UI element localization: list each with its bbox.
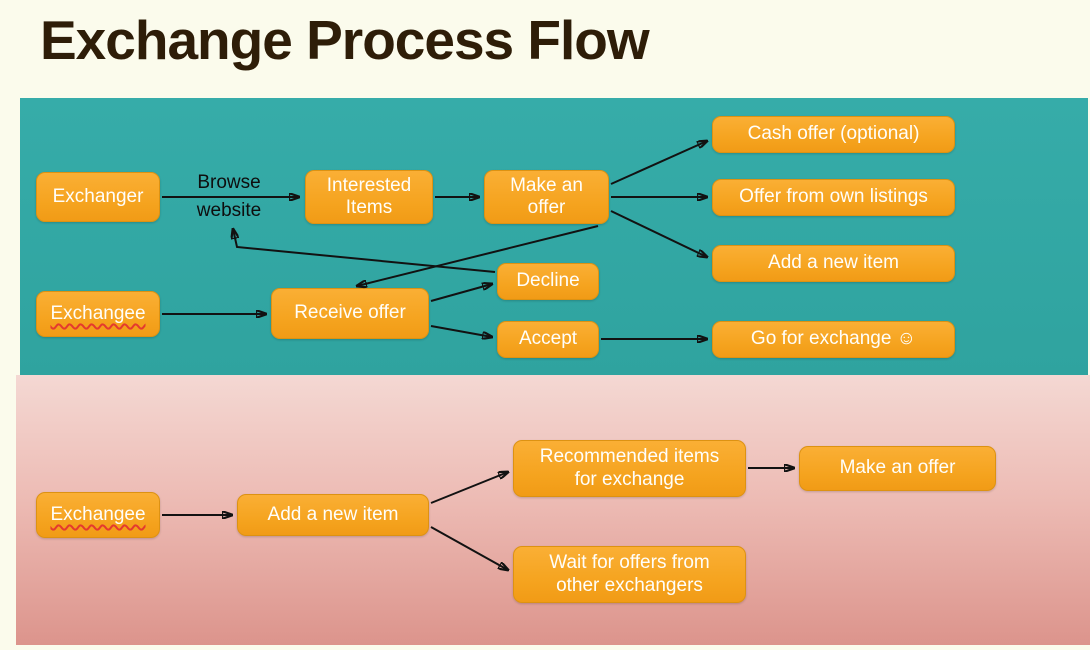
flow-node-label: Wait for offers from other exchangers xyxy=(549,552,710,596)
flow-node-receive-offer: Receive offer xyxy=(271,288,429,339)
flow-node-accept: Accept xyxy=(497,321,599,358)
flow-node-make-an-offer: Make an offer xyxy=(484,170,609,224)
flow-node-go-for-exchange: Go for exchange ☺ xyxy=(712,321,955,358)
flow-node-add-a-new-item-top: Add a new item xyxy=(712,245,955,282)
flow-node-label: Decline xyxy=(516,270,580,292)
flow-node-exchanger: Exchanger xyxy=(36,172,160,222)
flow-node-label: Exchangee xyxy=(50,302,146,324)
flow-node-label: Go for exchange ☺ xyxy=(750,328,917,350)
page-title: Exchange Process Flow xyxy=(40,9,650,71)
flow-node-label: Add a new item xyxy=(267,503,399,525)
flow-node-recommended-items: Recommended items for exchange xyxy=(513,440,746,497)
flow-node-label: Make an offer xyxy=(510,174,583,218)
flow-node-label: Make an offer xyxy=(839,457,956,479)
flow-node-label: Interested Items xyxy=(326,174,412,218)
flow-node-label: Cash offer (optional) xyxy=(747,123,920,145)
flow-node-exchangee-bottom: Exchangee xyxy=(36,492,160,538)
flow-node-label: Exchanger xyxy=(52,185,144,207)
flow-node-add-a-new-item-bottom: Add a new item xyxy=(237,494,429,536)
flow-node-offer-from-own-listings: Offer from own listings xyxy=(712,179,955,216)
flow-node-exchangee-top: Exchangee xyxy=(36,291,160,337)
bottom-flow-panel xyxy=(16,375,1090,645)
edge-label-browse-website: Browse website xyxy=(196,172,262,221)
flow-node-wait-for-offers: Wait for offers from other exchangers xyxy=(513,546,746,603)
flow-node-interested-items: Interested Items xyxy=(305,170,433,224)
flow-node-label: Accept xyxy=(518,328,578,350)
flow-node-label: Exchangee xyxy=(50,503,146,525)
flow-node-label: Offer from own listings xyxy=(739,186,928,208)
flow-node-make-an-offer-bottom: Make an offer xyxy=(799,446,996,491)
flow-node-label: Recommended items for exchange xyxy=(539,446,720,490)
flow-node-decline: Decline xyxy=(497,263,599,300)
flow-node-label: Receive offer xyxy=(294,302,406,324)
flow-node-label: Add a new item xyxy=(768,252,899,274)
flow-node-cash-offer: Cash offer (optional) xyxy=(712,116,955,153)
